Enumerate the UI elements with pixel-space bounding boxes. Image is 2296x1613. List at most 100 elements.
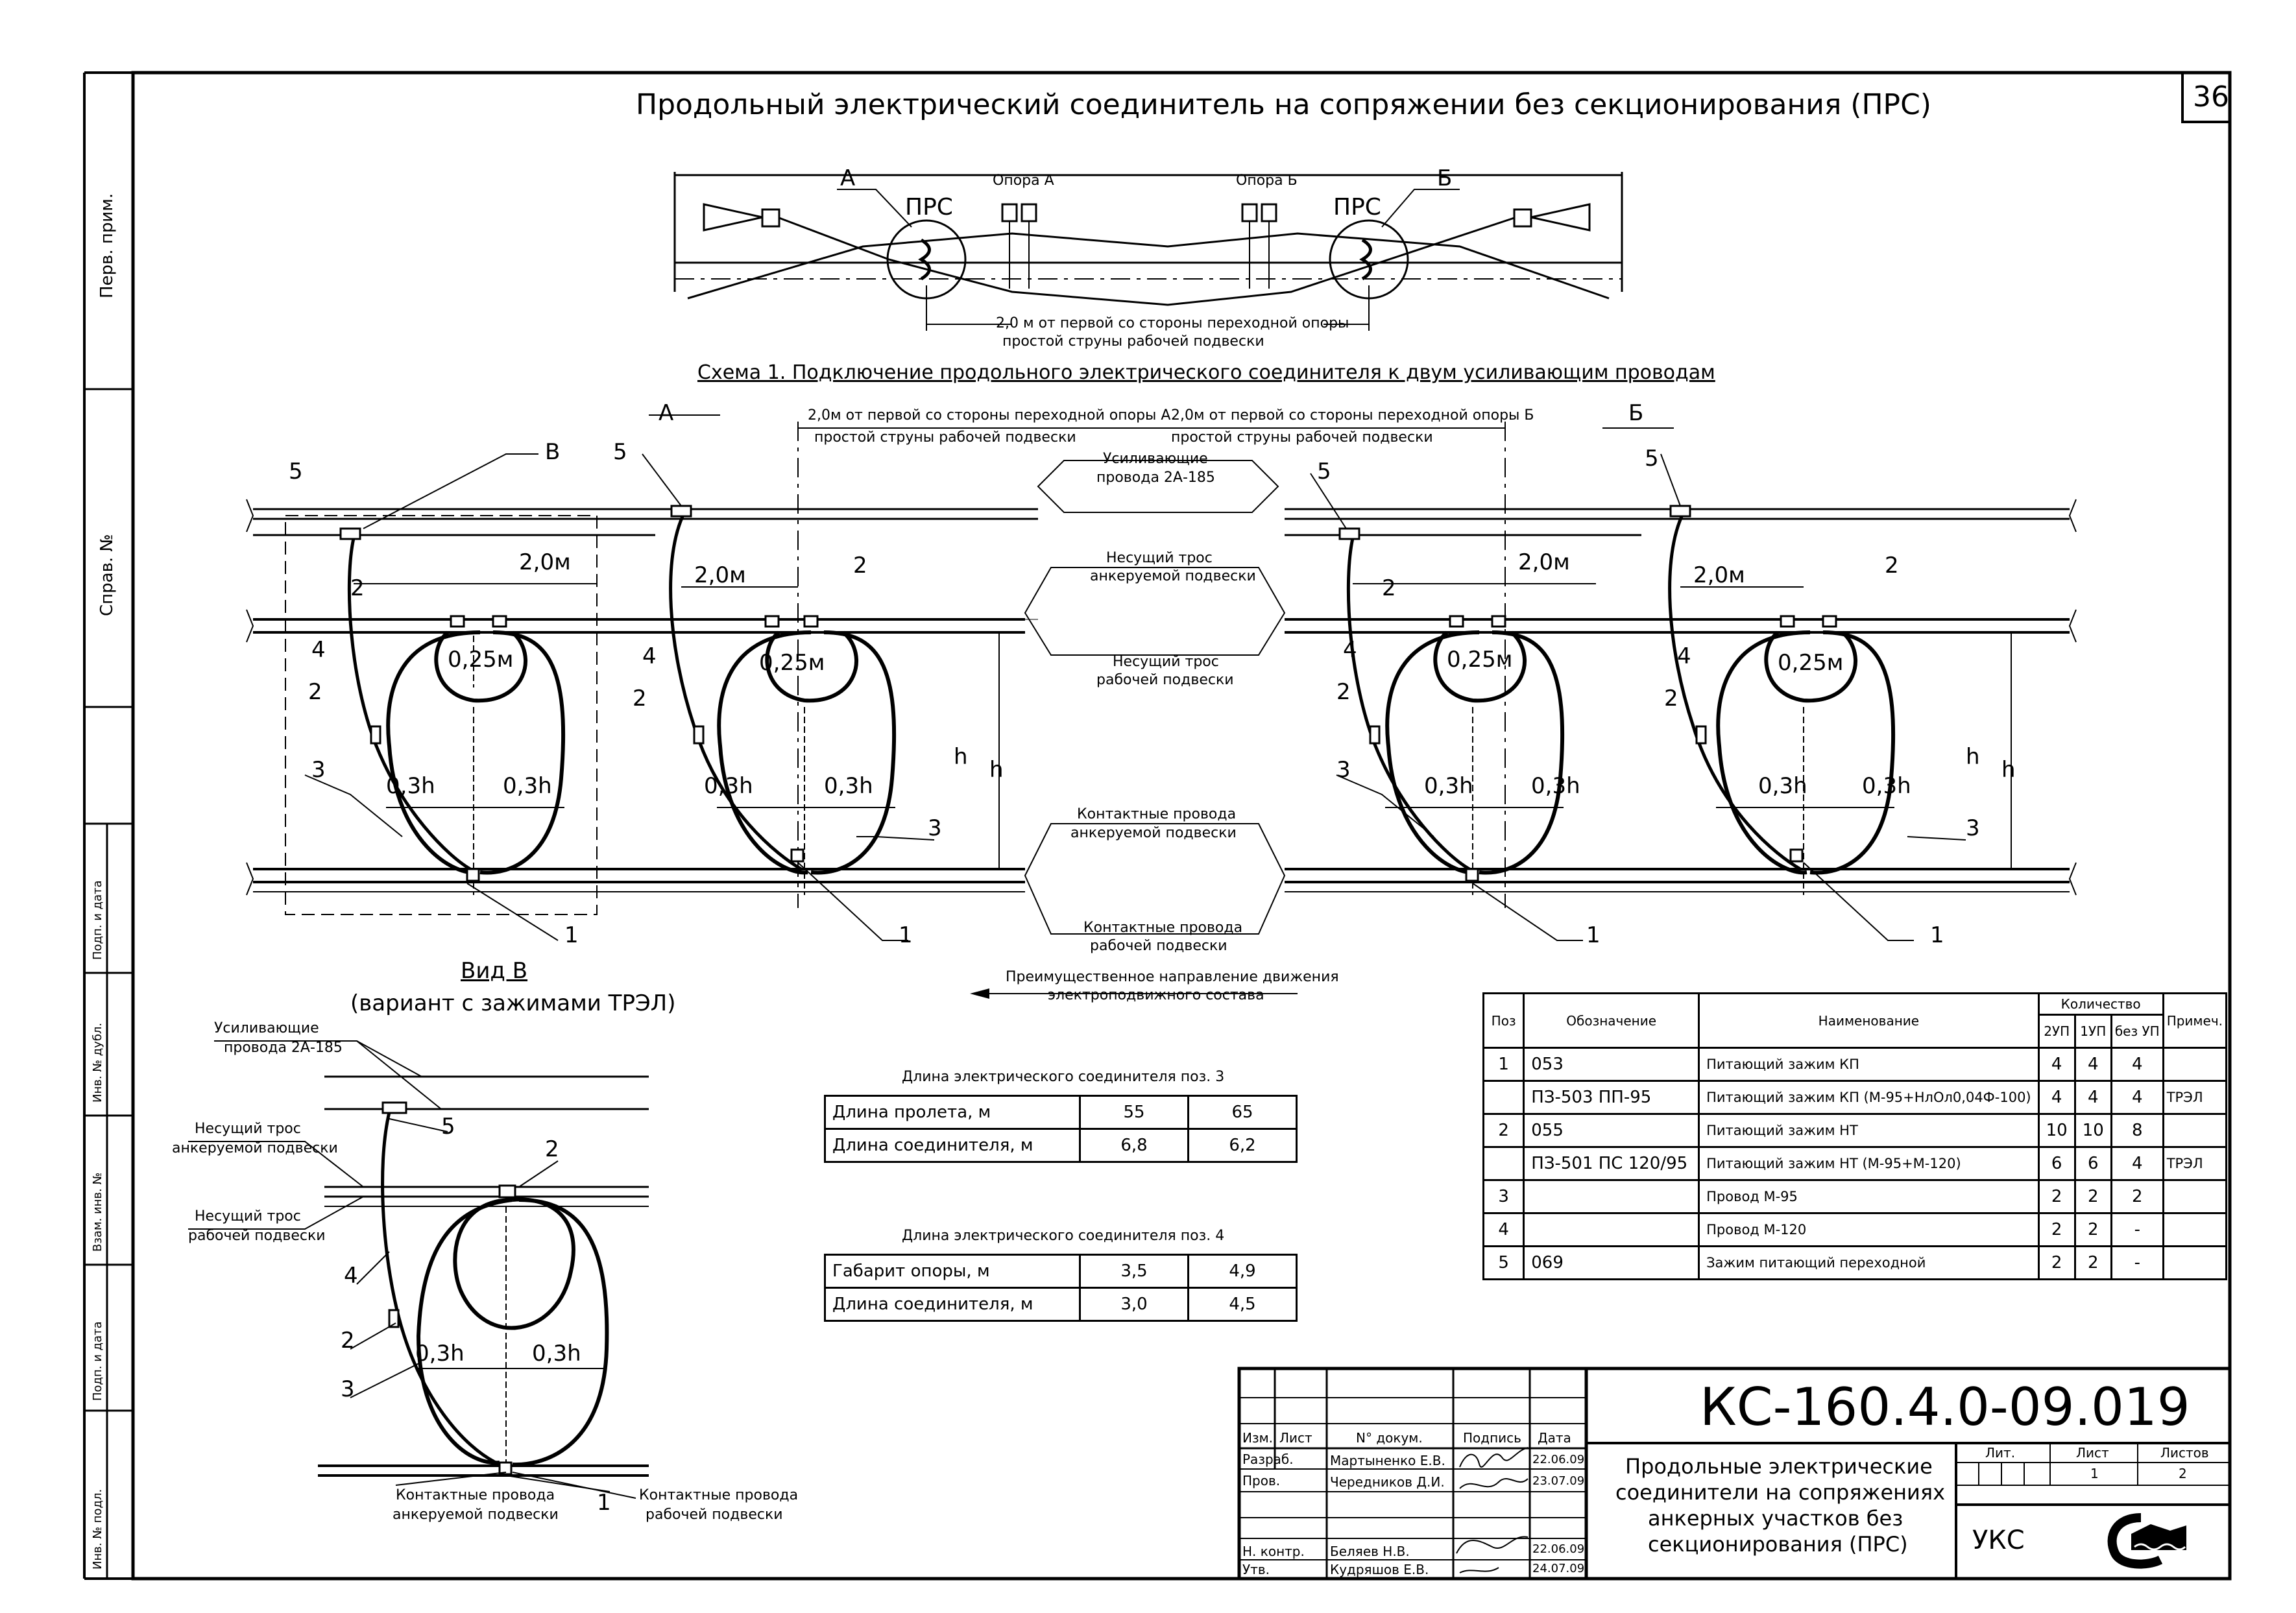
pos-number: 2 [308,679,322,705]
table-row: 3 Провод М-95 2 2 2 [1482,1179,2228,1214]
scheme1-caption: Схема 1. Подключение продольного электри… [697,361,1715,384]
spec-cell [1523,1179,1700,1214]
spec-header: Количество [2037,992,2164,1016]
spec-cell: 10 [2073,1113,2112,1148]
dim-03h: 0,3h [1758,773,1807,799]
scheme1-note-a-line2: простой струны рабочей подвески [814,429,1076,446]
spec-cell: Провод М-120 [1698,1212,2040,1247]
pos-number: 2 [1382,575,1396,601]
top-support-a: Опора А [993,173,1054,189]
length-table-3-cell: 55 [1079,1095,1189,1130]
spec-cell: Провод М-95 [1698,1179,2040,1214]
table-row: 4 Провод М-120 2 2 - [1482,1212,2228,1247]
dim-03h: 0,3h [1424,773,1473,799]
length-table-4-caption: Длина электрического соединителя поз. 4 [902,1228,1225,1244]
spec-cell: - [2110,1212,2164,1247]
view-v-reinforcing-line2: провода 2А-185 [224,1040,343,1056]
top-prs-right: ПРС [1333,194,1381,221]
view-v-reinforcing-line1: Усиливающие [214,1020,319,1036]
spec-header: 1УП [2073,1014,2112,1049]
tb-col-izm: Изм. [1242,1430,1274,1446]
spec-cell: 5 [1482,1245,1525,1280]
pos-number: 4 [344,1263,358,1289]
view-v-carrier-work-line2: рабочей подвески [188,1228,326,1244]
spec-cell [2162,1245,2228,1280]
dim-03h: 0,3h [503,773,552,799]
tb-col-doc: N° докум. [1356,1430,1423,1446]
spec-cell [1482,1080,1525,1115]
dim-03h: 0,3h [824,773,873,799]
spec-cell: Питающий зажим НТ [1698,1113,2040,1148]
pos-number: 2 [853,553,867,579]
tb-lit-label: Лит. [1985,1445,2016,1461]
spec-cell: 3 [1482,1179,1525,1214]
top-prs-left: ПРС [905,194,953,221]
scheme1-note-b-line1: 2,0м от первой со стороны переходной опо… [1171,407,1534,424]
dim-2m: 2,0м [1518,549,1570,575]
top-note-line1: 2,0 м от первой со стороны переходной оп… [996,315,1349,331]
spec-cell: 1 [1482,1047,1525,1082]
spec-cell: 6 [2037,1146,2076,1181]
scheme1-direction-line2: электроподвижного состава [1048,987,1264,1003]
table-row: ПЗ-501 ПС 120/95 Питающий зажим НТ (М-95… [1482,1146,2228,1181]
length-table-3-caption: Длина электрического соединителя поз. 3 [902,1069,1225,1085]
dim-2m: 2,0м [694,562,746,588]
tb-col-date: Дата [1538,1430,1571,1446]
spec-cell: ТРЭЛ [2162,1146,2228,1181]
spec-cell: 4 [2073,1080,2112,1115]
dim-03h: 0,3h [532,1341,581,1367]
spec-cell: 4 [1482,1212,1525,1247]
length-table-4-cell: 4,9 [1187,1254,1298,1289]
spec-cell: ТРЭЛ [2162,1080,2228,1115]
pos-number: 4 [1677,643,1691,669]
spec-cell: 4 [2110,1146,2164,1181]
view-v-contact-work-line2: рабочей подвески [646,1507,783,1523]
spec-header: Примеч. [2162,992,2228,1049]
tb-name: Беляев Н.В. [1330,1544,1410,1559]
tb-name: Кудряшов Е.В. [1330,1562,1429,1577]
spec-cell: Питающий зажим КП (М-95+НлОл0,04Ф-100) [1698,1080,2040,1115]
dim-025: 0,25м [759,650,825,676]
pos-number: 2 [1336,679,1351,705]
view-v-title: Вид В [461,958,528,984]
tb-date: 23.07.09 [1532,1474,1585,1488]
spec-cell: 2 [2073,1179,2112,1214]
scheme1-note-b-line2: простой струны рабочей подвески [1171,429,1433,446]
spec-header: Обозначение [1523,992,1700,1049]
dim-025: 0,25м [448,647,514,673]
pos-number: 3 [1966,815,1980,841]
spec-header: без УП [2110,1014,2164,1049]
spec-table: Поз Обозначение Наименование Количество … [1482,992,2228,1280]
tb-date: 22.06.09 [1532,1542,1585,1556]
tb-description: соединители на сопряжениях [1615,1480,1946,1505]
scheme1-contact-anchor-line2: анкеруемой подвески [1070,825,1237,841]
tb-description: анкерных участков без [1648,1506,1903,1531]
spec-cell: 4 [2110,1047,2164,1082]
tb-role: Пров. [1242,1473,1281,1488]
tb-org: УКС [1972,1525,2025,1555]
spec-cell: - [2110,1245,2164,1280]
spec-cell: Питающий зажим КП [1698,1047,2040,1082]
pos-number: 1 [1586,922,1601,948]
scheme1-note-a-line1: 2,0м от первой со стороны переходной опо… [808,407,1171,424]
spec-cell: 2 [2073,1245,2112,1280]
length-table-4-cell: 4,5 [1187,1287,1298,1322]
sheet-number: 36 [2193,80,2229,114]
tb-date: 24.07.09 [1532,1562,1585,1575]
top-label-b: Б [1437,165,1453,191]
spec-header: Наименование [1698,992,2040,1049]
pos-number: 3 [311,757,326,783]
pos-number: 2 [1664,686,1678,711]
company-logo-icon [2107,1513,2186,1569]
length-table-4-cell: 3,5 [1079,1254,1189,1289]
table-row: 1 053 Питающий зажим КП 4 4 4 [1482,1047,2228,1082]
spec-cell [2162,1113,2228,1148]
tb-col-sign: Подпись [1463,1430,1521,1446]
pos-number: 3 [1336,757,1351,783]
pos-number: 1 [899,922,913,948]
tb-sheets-label: Листов [2160,1445,2209,1461]
spec-cell: 2 [2037,1179,2076,1214]
dim-03h: 0,3h [386,773,435,799]
pos-number: 4 [1343,637,1357,663]
